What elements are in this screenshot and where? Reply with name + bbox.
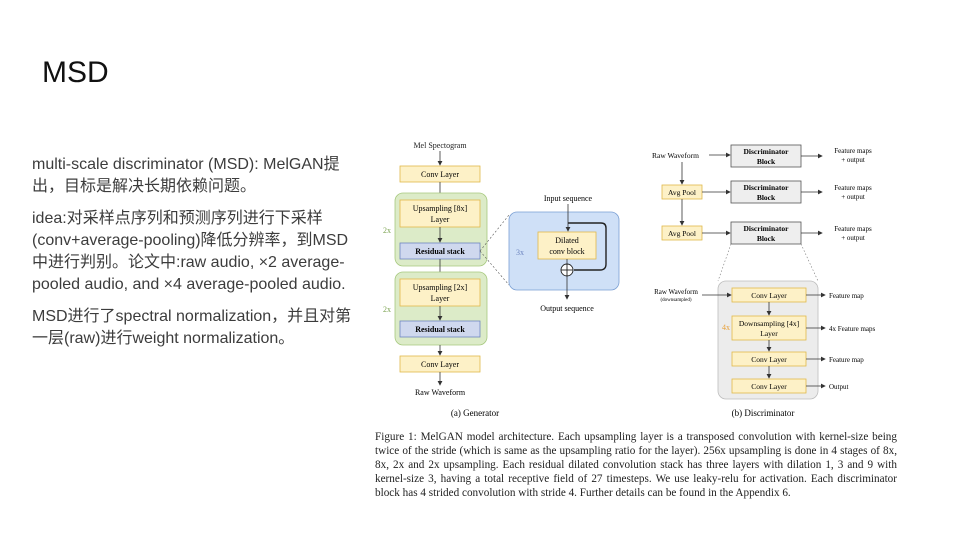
- upsampling-2x-label-line1: Upsampling [2x]: [413, 283, 468, 292]
- skip-connection-path: [568, 222, 607, 271]
- disc-out-4-label: Output: [829, 383, 849, 391]
- avg-pool-2-label: Avg Pool: [668, 229, 696, 238]
- fm-3-line1: Feature maps: [834, 225, 872, 233]
- generator-raw-waveform-label: Raw Waveform: [415, 388, 466, 397]
- residual-stack-2-box: [399, 320, 481, 338]
- fm-2-line1: Feature maps: [834, 184, 872, 192]
- residual-stack-2-label: Residual stack: [415, 325, 465, 334]
- group-2-multiplier: 2x: [383, 305, 391, 314]
- disc-conv-2-label: Conv Layer: [751, 355, 787, 364]
- output-sequence-label: Output sequence: [540, 304, 594, 313]
- disc-block-2-line2: Block: [757, 193, 776, 202]
- generator-conv-in-label: Conv Layer: [421, 170, 459, 179]
- disc-block-3-line1: Discriminator: [744, 224, 790, 233]
- disc-out-2-label: 4x Feature maps: [829, 325, 876, 333]
- downsampling-box: [731, 315, 807, 341]
- disc-conv-1-label: Conv Layer: [751, 291, 787, 300]
- generator-subcaption: (a) Generator: [451, 408, 499, 418]
- disc-block-1-line2: Block: [757, 157, 776, 166]
- disc-block-1-line1: Discriminator: [744, 147, 790, 156]
- dilated-conv-label-line2: conv block: [549, 247, 584, 256]
- detail-raw-line2: (downsampled): [660, 298, 691, 303]
- detail-raw-line1: Raw Waveform: [654, 288, 698, 296]
- slide-body: multi-scale discriminator (MSD): MelGAN提…: [32, 154, 354, 360]
- disc-block-2-line1: Discriminator: [744, 183, 790, 192]
- disc-raw-waveform-label: Raw Waveform: [652, 151, 699, 160]
- paragraph-normalization: MSD进行了spectral normalization，并且对第一层(raw)…: [32, 308, 352, 347]
- disc-out-3-label: Feature map: [829, 356, 864, 364]
- upsampling-2x-label-line2: Layer: [431, 294, 450, 303]
- disc-conv-3-label: Conv Layer: [751, 382, 787, 391]
- disc-block-3-line2: Block: [757, 234, 776, 243]
- generator-diagram: Mel Spectogram Conv Layer 2x Upsampling …: [383, 141, 510, 418]
- residual-block-detail: Input sequence 3x Dilated conv block Out…: [508, 194, 620, 313]
- discriminator-subcaption: (b) Discriminator: [732, 408, 795, 418]
- figure-caption: Figure 1: MelGAN model architecture. Eac…: [375, 431, 897, 499]
- fm-3-line2: + output: [841, 234, 865, 242]
- discriminator-diagram: Raw Waveform Discriminator Block Feature…: [652, 144, 876, 418]
- fm-2-line2: + output: [841, 193, 865, 201]
- input-sequence-label: Input sequence: [544, 194, 593, 203]
- paragraph-msd-intro: multi-scale discriminator (MSD): MelGAN提…: [32, 156, 340, 195]
- dilated-conv-box: [537, 231, 597, 260]
- slide-title: MSD: [42, 56, 109, 89]
- mel-spectrogram-label: Mel Spectogram: [413, 141, 467, 150]
- upsampling-8x-label-line2: Layer: [431, 215, 450, 224]
- paragraph-idea: idea:对采样点序列和预测序列进行下采样(conv+average-pooli…: [32, 210, 349, 293]
- upsampling-8x-box: [399, 199, 481, 228]
- upsampling-8x-label-line1: Upsampling [8x]: [413, 204, 468, 213]
- melgan-architecture-figure: Mel Spectogram Conv Layer 2x Upsampling …: [370, 133, 900, 423]
- generator-conv-out-label: Conv Layer: [421, 360, 459, 369]
- fm-1-line1: Feature maps: [834, 147, 872, 155]
- dilated-conv-label-line1: Dilated: [555, 236, 579, 245]
- downsampling-label-line2: Layer: [760, 329, 778, 338]
- residual-multiplier: 3x: [516, 248, 524, 257]
- residual-stack-1-label: Residual stack: [415, 247, 465, 256]
- fm-1-line2: + output: [841, 156, 865, 164]
- avg-pool-1-label: Avg Pool: [668, 188, 696, 197]
- downsampling-multiplier: 4x: [722, 323, 730, 332]
- group-1-multiplier: 2x: [383, 226, 391, 235]
- disc-out-1-label: Feature map: [829, 292, 864, 300]
- downsampling-label-line1: Downsampling [4x]: [739, 319, 799, 328]
